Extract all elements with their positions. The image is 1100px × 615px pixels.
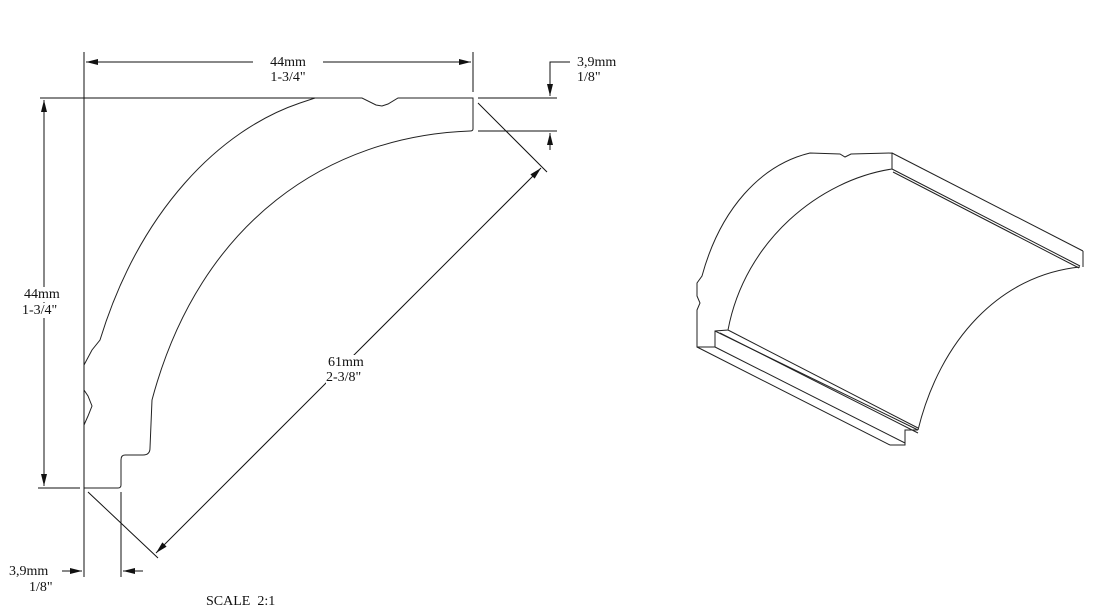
dimension-lines — [38, 52, 570, 577]
bottom-left-thickness-inch: 1/8" — [29, 580, 53, 595]
top-width-mm: 44mm — [253, 55, 323, 70]
left-height-mm: 44mm — [24, 287, 60, 302]
scale-label: SCALE 2:1 — [206, 594, 276, 609]
bottom-left-thickness-mm: 3,9mm — [9, 564, 49, 579]
diagonal-inch: 2-3/8" — [326, 370, 362, 385]
top-right-thickness-mm: 3,9mm — [577, 55, 617, 70]
profile-section — [83, 97, 474, 489]
top-width-inch: 1-3/4" — [270, 70, 306, 85]
isometric-view — [696, 152, 1084, 446]
diagonal-mm: 61mm — [328, 355, 364, 370]
left-height-inch: 1-3/4" — [22, 303, 58, 318]
top-right-thickness-inch: 1/8" — [577, 70, 601, 85]
